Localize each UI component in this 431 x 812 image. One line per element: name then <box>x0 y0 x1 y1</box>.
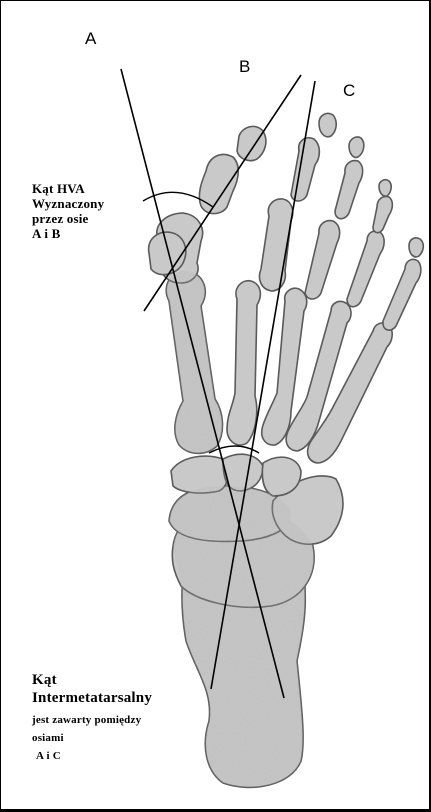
third-distal-phalanx <box>335 161 363 219</box>
im-note-line-1: Kąt <box>32 671 152 689</box>
second-metatarsal-bone <box>227 281 260 445</box>
second-distal-phalanx <box>291 138 319 201</box>
axis-label-c: C <box>343 81 355 101</box>
hva-note-line-2: Wyznaczony <box>32 196 104 211</box>
second-toe-tip <box>319 113 336 136</box>
first-distal-tip <box>237 126 266 160</box>
axis-label-b: B <box>239 57 250 77</box>
third-phalanges <box>305 221 340 299</box>
hva-note-line-4: A i B <box>32 226 104 241</box>
fifth-distal-phalanx <box>409 238 423 257</box>
fourth-phalanges <box>347 231 384 307</box>
fourth-distal-phalanx <box>373 196 392 232</box>
hva-note-line-3: przez osie <box>32 211 104 226</box>
im-note-line-2: Intermetatarsalny <box>32 689 152 707</box>
hva-angle-note: Kąt HVA Wyznaczony przez osie A i B <box>32 181 104 241</box>
im-note-line-3: jest zawarty pomiędzy <box>32 711 152 729</box>
axis-label-a: A <box>85 29 96 49</box>
intermetatarsal-angle-note: Kąt Intermetatarsalny jest zawarty pomię… <box>32 671 152 765</box>
fourth-toe-tip <box>379 180 391 196</box>
hva-note-line-1: Kąt HVA <box>32 181 104 196</box>
im-note-line-4: osiami <box>32 729 152 747</box>
third-toe-tip <box>349 137 364 157</box>
first-metatarsal-head <box>149 232 186 275</box>
im-note-line-5: A i C <box>32 747 152 765</box>
fifth-phalanges <box>383 259 421 330</box>
first-distal-phalanx <box>199 155 238 214</box>
